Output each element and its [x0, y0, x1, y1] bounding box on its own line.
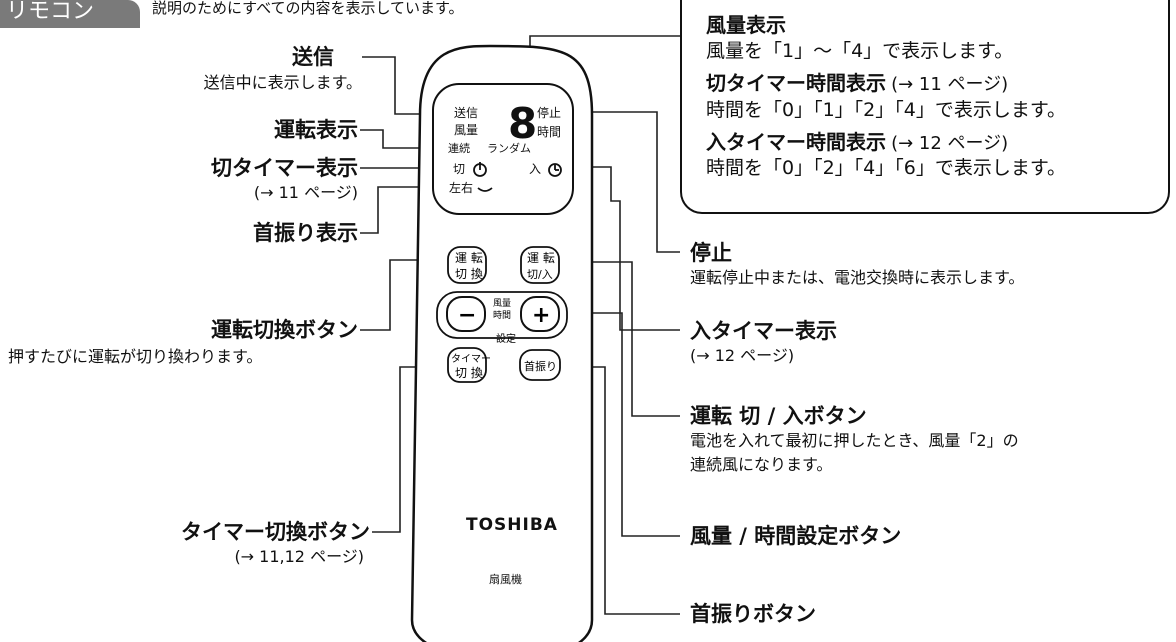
btn-unten-kiri-iri-l1: 運 転 [527, 251, 555, 265]
btn-settei-l3: 設定 [496, 332, 516, 345]
model-label: 扇風機 [489, 572, 522, 586]
teishi-title: 停止 [690, 241, 732, 265]
disp-iri: 入 [529, 162, 541, 176]
header-note: 説明のためにすべての内容を表示しています。 [152, 0, 464, 17]
unten-kirikae-button[interactable] [447, 246, 487, 284]
btn-kubifuri: 首振り [524, 359, 557, 373]
kubifuri-button-title: 首振りボタン [690, 602, 816, 626]
disp-kiri: 切 [453, 162, 465, 176]
btn-settei-l1: 風量 [493, 298, 511, 309]
disp-soshin: 送信 [454, 105, 478, 120]
disp-teishi: 停止 [537, 105, 561, 120]
btn-unten-kirikae-l2: 切 換 [455, 267, 483, 281]
unten-kiri-iri-button[interactable] [520, 246, 560, 284]
disp-furyo: 風量 [454, 123, 478, 137]
kiri-timer-hyoji-ref: (→ 11 ページ) [253, 183, 358, 202]
iri-timer-time-ref: (→ 12 ページ) [891, 133, 1009, 154]
display-icons [473, 162, 562, 192]
unten-kiri-iri-desc1: 電池を入れて最初に押したとき、風量「2」の [690, 431, 1019, 450]
iri-timer-time-title: 入タイマー時間表示 [706, 130, 886, 154]
btn-minus: − [458, 303, 476, 328]
iri-timer-time-desc: 時間を「0」「2」「4」「6」で表示します。 [706, 157, 1066, 179]
kiri-timer-time-desc: 時間を「0」「1」「2」「4」で表示します。 [706, 99, 1066, 121]
kiri-timer-time-ref: (→ 11 ページ) [891, 74, 1009, 95]
minus-button[interactable] [446, 296, 486, 332]
disp-renzoku: 連続 [448, 141, 470, 155]
btn-plus: + [532, 303, 550, 328]
swing-icon [477, 187, 493, 192]
btn-timer-l2: 切 換 [455, 366, 483, 380]
btn-timer-l1: タイマー [451, 353, 491, 365]
unten-kirikae-title: 運転切換ボタン [211, 318, 358, 342]
unten-kiri-iri-title: 運転 切 / 入ボタン [690, 404, 867, 428]
kiri-timer-time-heading: 切タイマー時間表示 (→ 11 ページ) [706, 67, 1008, 96]
display-panel [432, 83, 574, 215]
disp-digit: 8 [508, 99, 537, 148]
display-text: 送信 風量 連続 ランダム 切 左右 停止 時間 入 8 [448, 99, 561, 195]
unten-hyoji-title: 運転表示 [274, 118, 358, 142]
buttons: 運 転 切 換 運 転 切/入 − + 風量 時間 設定 タイマー 切 換 首振… [436, 246, 568, 383]
soshin-desc: 送信中に表示します。 [203, 73, 362, 92]
btn-unten-kiri-iri-l2: 切/入 [527, 268, 553, 281]
kubifuri-hyoji-title: 首振り表示 [253, 221, 358, 245]
furyo-jikan-settei-title: 風量 / 時間設定ボタン [690, 524, 902, 548]
btn-unten-kirikae-l1: 運 転 [455, 251, 483, 265]
teishi-desc: 運転停止中または、電池交換時に表示します。 [690, 268, 1025, 287]
kiri-timer-hyoji-title: 切タイマー表示 [211, 156, 358, 180]
plus-button[interactable] [520, 296, 560, 332]
btn-settei-l2: 時間 [493, 310, 511, 321]
kiri-timer-time-title: 切タイマー時間表示 [706, 71, 886, 95]
timer-kirikae-ref: (→ 11,12 ページ) [234, 547, 364, 566]
timer-kirikae-title: タイマー切換ボタン [181, 520, 370, 544]
disp-sayu: 左右 [449, 180, 473, 195]
soshin-title: 送信 [292, 45, 334, 69]
iri-timer-time-heading: 入タイマー時間表示 (→ 12 ページ) [706, 126, 1008, 155]
unten-kirikae-desc: 押すたびに運転が切り換わります。 [8, 347, 263, 366]
furyo-display-desc: 風量を「1」〜「4」で表示します。 [706, 40, 1014, 62]
iri-timer-hyoji-title: 入タイマー表示 [690, 319, 837, 343]
disp-jikan: 時間 [537, 125, 561, 139]
brand-logo: TOSHIBA [466, 515, 558, 535]
iri-timer-hyoji-ref: (→ 12 ページ) [690, 346, 795, 365]
kubifuri-button[interactable] [519, 349, 561, 381]
timer-kirikae-button[interactable] [447, 347, 487, 383]
disp-random: ランダム [487, 141, 531, 155]
furyo-display-title: 風量表示 [706, 13, 786, 37]
timer-icon-iri [548, 163, 562, 177]
unten-kiri-iri-desc2: 連続風になります。 [690, 455, 833, 474]
display-callout-box: 風量表示 風量を「1」〜「4」で表示します。 切タイマー時間表示 (→ 11 ペ… [680, 0, 1170, 214]
section-tab: リモコン [0, 0, 140, 28]
